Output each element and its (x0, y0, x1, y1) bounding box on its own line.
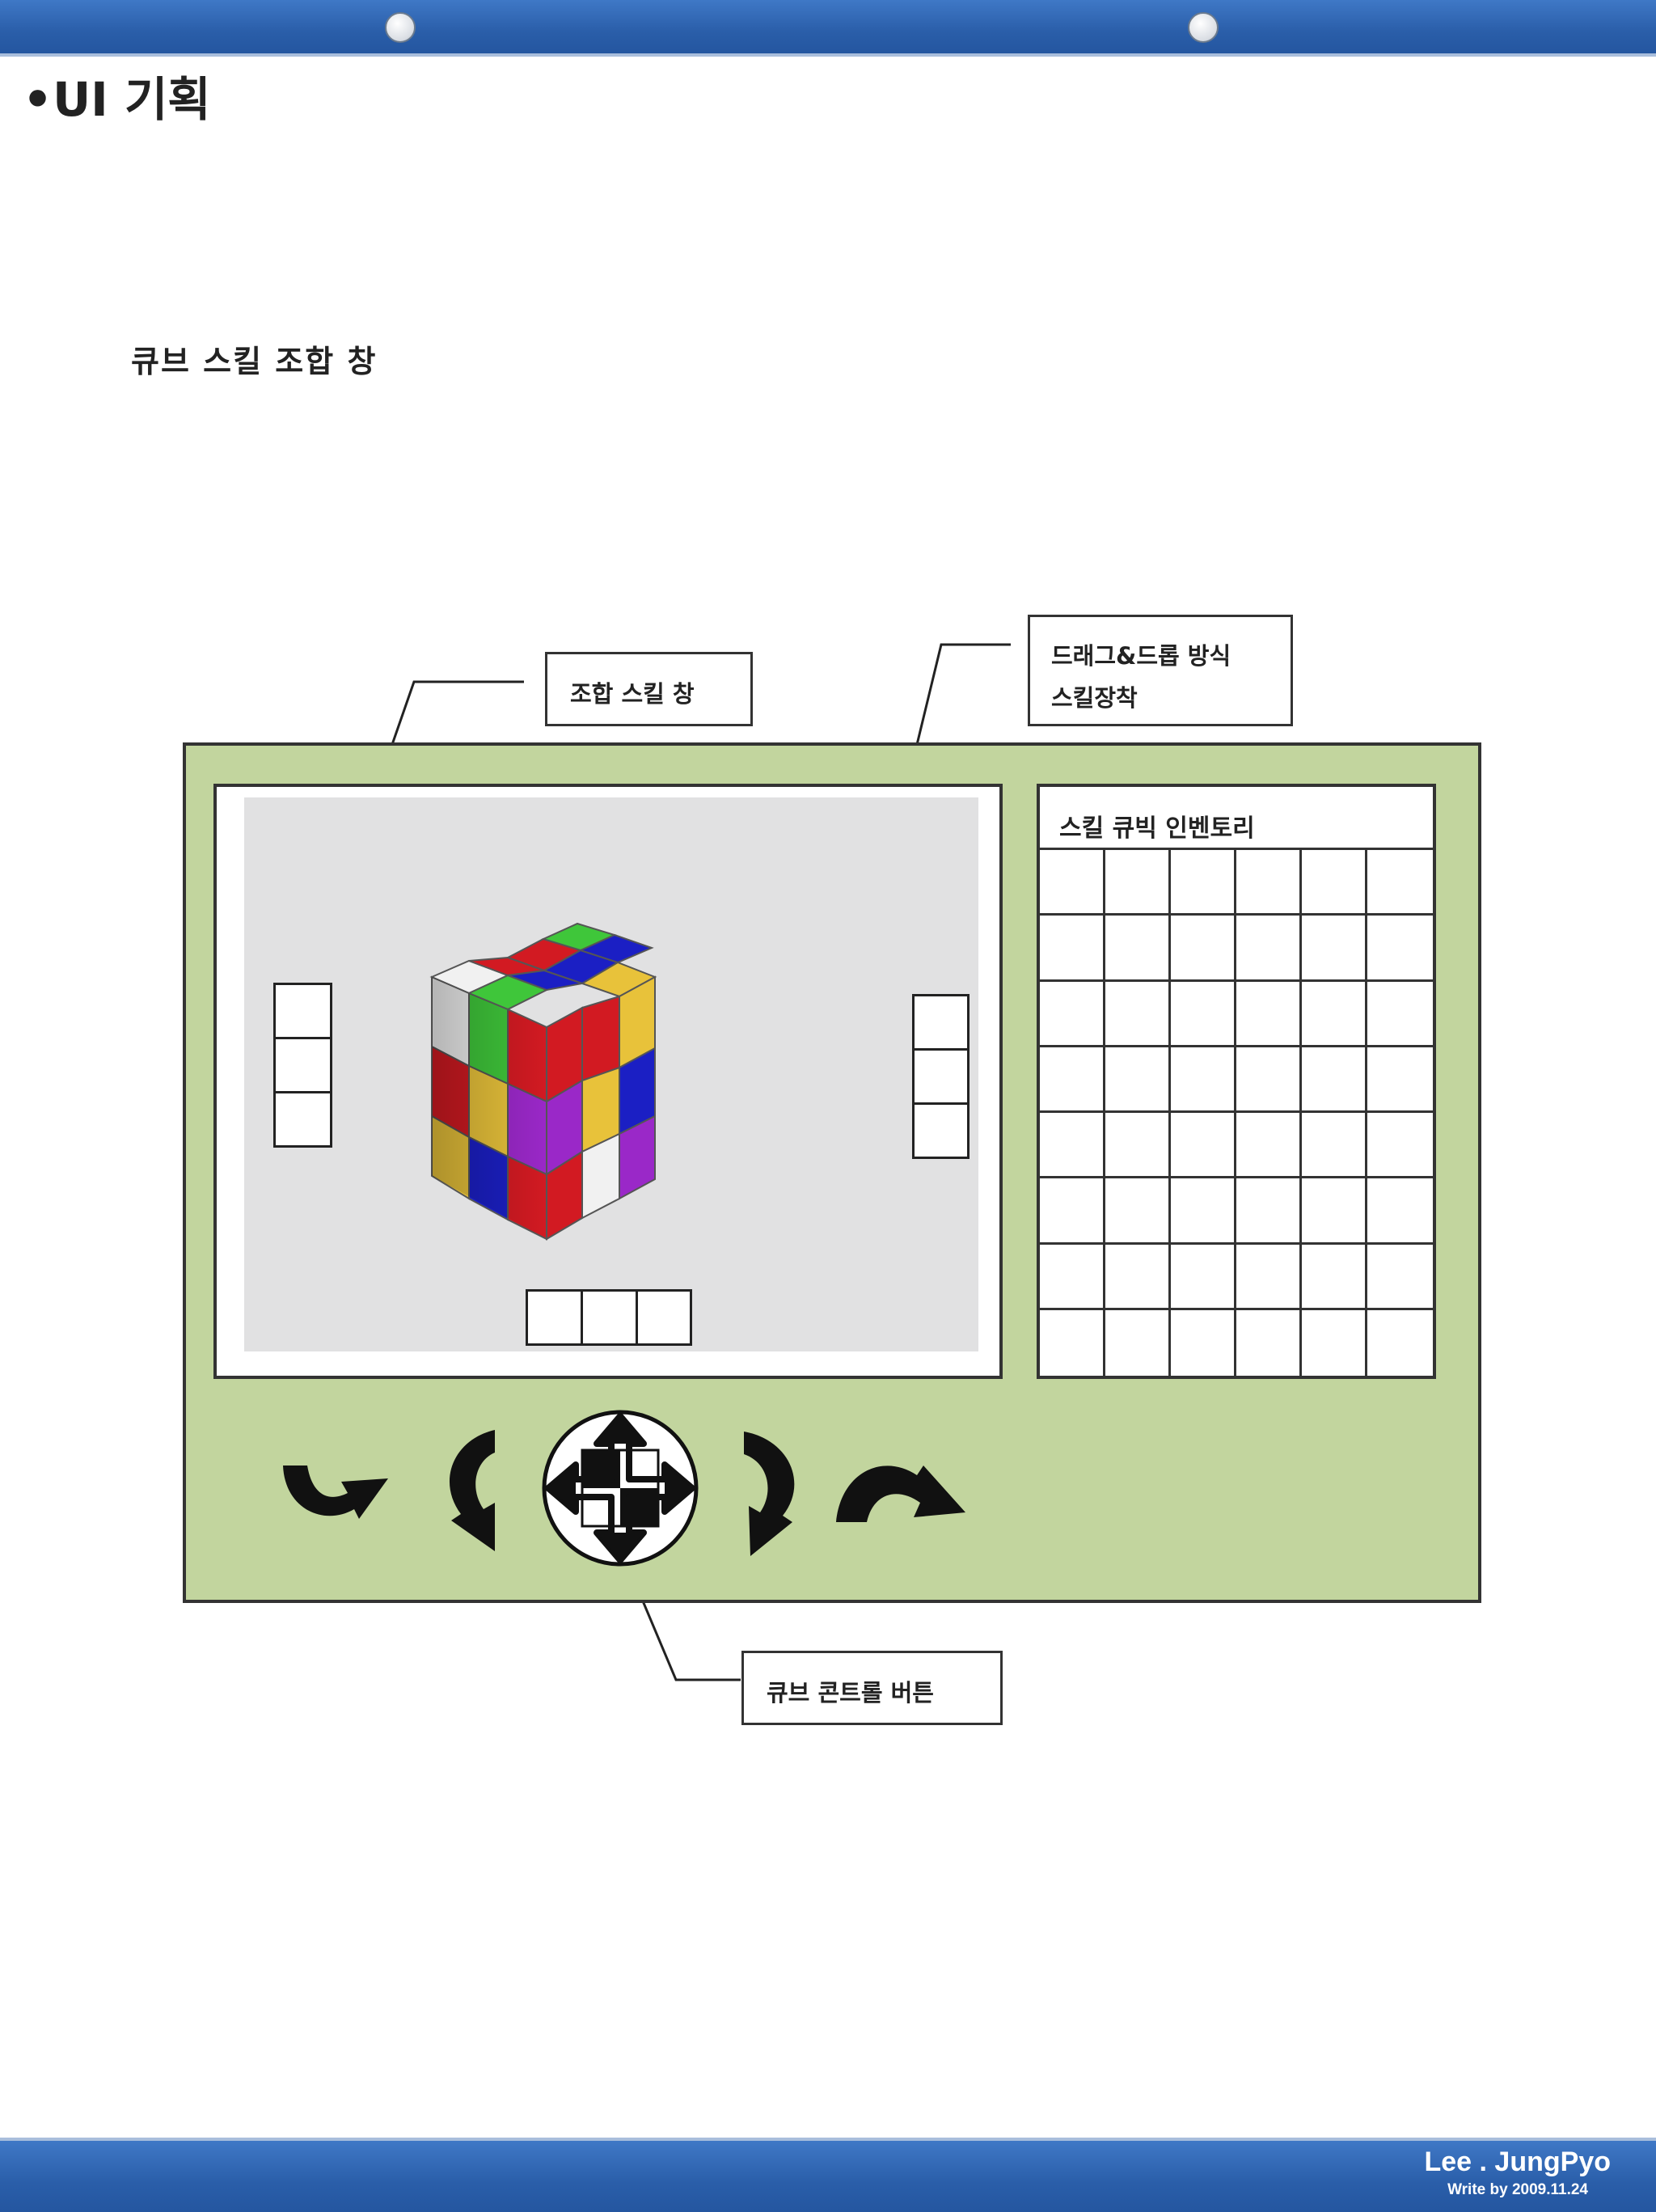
callout-cube-control: 큐브 콘트롤 버튼 (741, 1651, 1003, 1725)
inventory-slot[interactable] (1171, 1178, 1236, 1245)
rubiks-cube-icon[interactable] (404, 873, 792, 1262)
inventory-slot[interactable] (1105, 1244, 1171, 1310)
inventory-slot[interactable] (1367, 982, 1433, 1047)
combo-slot-left-1[interactable] (273, 983, 332, 1039)
combo-slot-right-3[interactable] (912, 1102, 970, 1159)
inventory-slot[interactable] (1171, 916, 1236, 982)
callout-drag-drop-line1: 드래그&드롭 방식 (1051, 642, 1231, 670)
inventory-slot[interactable] (1236, 850, 1302, 916)
inventory-grid (1040, 850, 1433, 1376)
inventory-slot[interactable] (1236, 1309, 1302, 1376)
rotate-down-left-icon[interactable] (267, 1432, 412, 1537)
inventory-slot[interactable] (1302, 1047, 1367, 1113)
author-name: Lee . JungPyo (1424, 2146, 1612, 2177)
slide-title: •UI 기획 (23, 72, 211, 127)
inventory-slot[interactable] (1236, 1178, 1302, 1245)
header-bar (0, 0, 1656, 57)
inventory-slot[interactable] (1236, 1244, 1302, 1310)
inventory-slot[interactable] (1105, 1047, 1171, 1113)
inventory-slot[interactable] (1302, 1178, 1367, 1245)
inventory-slot[interactable] (1040, 1244, 1105, 1310)
callout-combo-window: 조합 스킬 창 (545, 652, 753, 726)
inventory-slot[interactable] (1105, 1178, 1171, 1245)
combo-slot-right-2[interactable] (912, 1048, 970, 1105)
binder-ring-icon (1188, 12, 1219, 43)
combo-slot-bottom-1[interactable] (526, 1289, 583, 1346)
inventory-slot[interactable] (1105, 1309, 1171, 1376)
inventory-slot[interactable] (1171, 1113, 1236, 1179)
inventory-slot[interactable] (1236, 916, 1302, 982)
inventory-slot[interactable] (1367, 1178, 1433, 1245)
combo-slot-left-2[interactable] (273, 1037, 332, 1093)
inventory-slot[interactable] (1171, 1244, 1236, 1310)
section-heading: 큐브 스킬 조합 창 (131, 344, 378, 379)
inventory-slot[interactable] (1236, 1047, 1302, 1113)
inventory-title: 스킬 큐빅 인벤토리 (1040, 787, 1433, 850)
inventory-slot[interactable] (1302, 981, 1367, 1047)
combo-slot-bottom-2[interactable] (581, 1289, 638, 1346)
inventory-slot[interactable] (1367, 1113, 1433, 1179)
inventory-slot[interactable] (1105, 981, 1171, 1047)
inventory-slot[interactable] (1040, 916, 1105, 982)
combo-slot-right-1[interactable] (912, 994, 970, 1051)
move-four-way-icon[interactable] (542, 1410, 699, 1567)
inventory-slot[interactable] (1171, 981, 1236, 1047)
inventory-slot[interactable] (1171, 1309, 1236, 1376)
combo-slot-left-3[interactable] (273, 1091, 332, 1148)
inventory-slot[interactable] (1105, 916, 1171, 982)
inventory-slot[interactable] (1105, 850, 1171, 916)
combo-slot-bottom-3[interactable] (636, 1289, 692, 1346)
callout-cube-control-label: 큐브 콘트롤 버튼 (767, 1679, 934, 1707)
rotate-right-icon[interactable] (733, 1425, 810, 1559)
callout-drag-drop-line2: 스킬장착 (1051, 684, 1138, 712)
rotate-left-icon[interactable] (437, 1425, 509, 1554)
binder-ring-icon (385, 12, 416, 43)
callout-combo-window-label: 조합 스킬 창 (570, 680, 695, 708)
inventory-slot[interactable] (1367, 1047, 1433, 1113)
inventory-slot[interactable] (1302, 1309, 1367, 1376)
inventory-slot[interactable] (1302, 1113, 1367, 1179)
rotate-up-right-icon[interactable] (833, 1448, 970, 1529)
inventory-slot[interactable] (1105, 1113, 1171, 1179)
inventory-slot[interactable] (1367, 916, 1433, 982)
inventory-slot[interactable] (1236, 981, 1302, 1047)
inventory-slot[interactable] (1302, 1244, 1367, 1310)
inventory-slot[interactable] (1040, 1113, 1105, 1179)
author-date: Write by 2009.11.24 (1447, 2181, 1588, 2198)
inventory-slot[interactable] (1040, 1309, 1105, 1376)
inventory-slot[interactable] (1040, 1178, 1105, 1245)
inventory-slot[interactable] (1040, 850, 1105, 916)
inventory-slot[interactable] (1302, 916, 1367, 982)
inventory-slot[interactable] (1367, 1245, 1433, 1310)
footer-bar (0, 2138, 1656, 2212)
inventory-slot[interactable] (1236, 1113, 1302, 1179)
inventory-slot[interactable] (1367, 1310, 1433, 1376)
callout-drag-drop: 드래그&드롭 방식 스킬장착 (1028, 615, 1293, 726)
inventory-slot[interactable] (1040, 981, 1105, 1047)
inventory-slot[interactable] (1040, 1047, 1105, 1113)
inventory-slot[interactable] (1302, 850, 1367, 916)
inventory-slot[interactable] (1171, 1047, 1236, 1113)
inventory-slot[interactable] (1171, 850, 1236, 916)
inventory-slot[interactable] (1367, 850, 1433, 916)
